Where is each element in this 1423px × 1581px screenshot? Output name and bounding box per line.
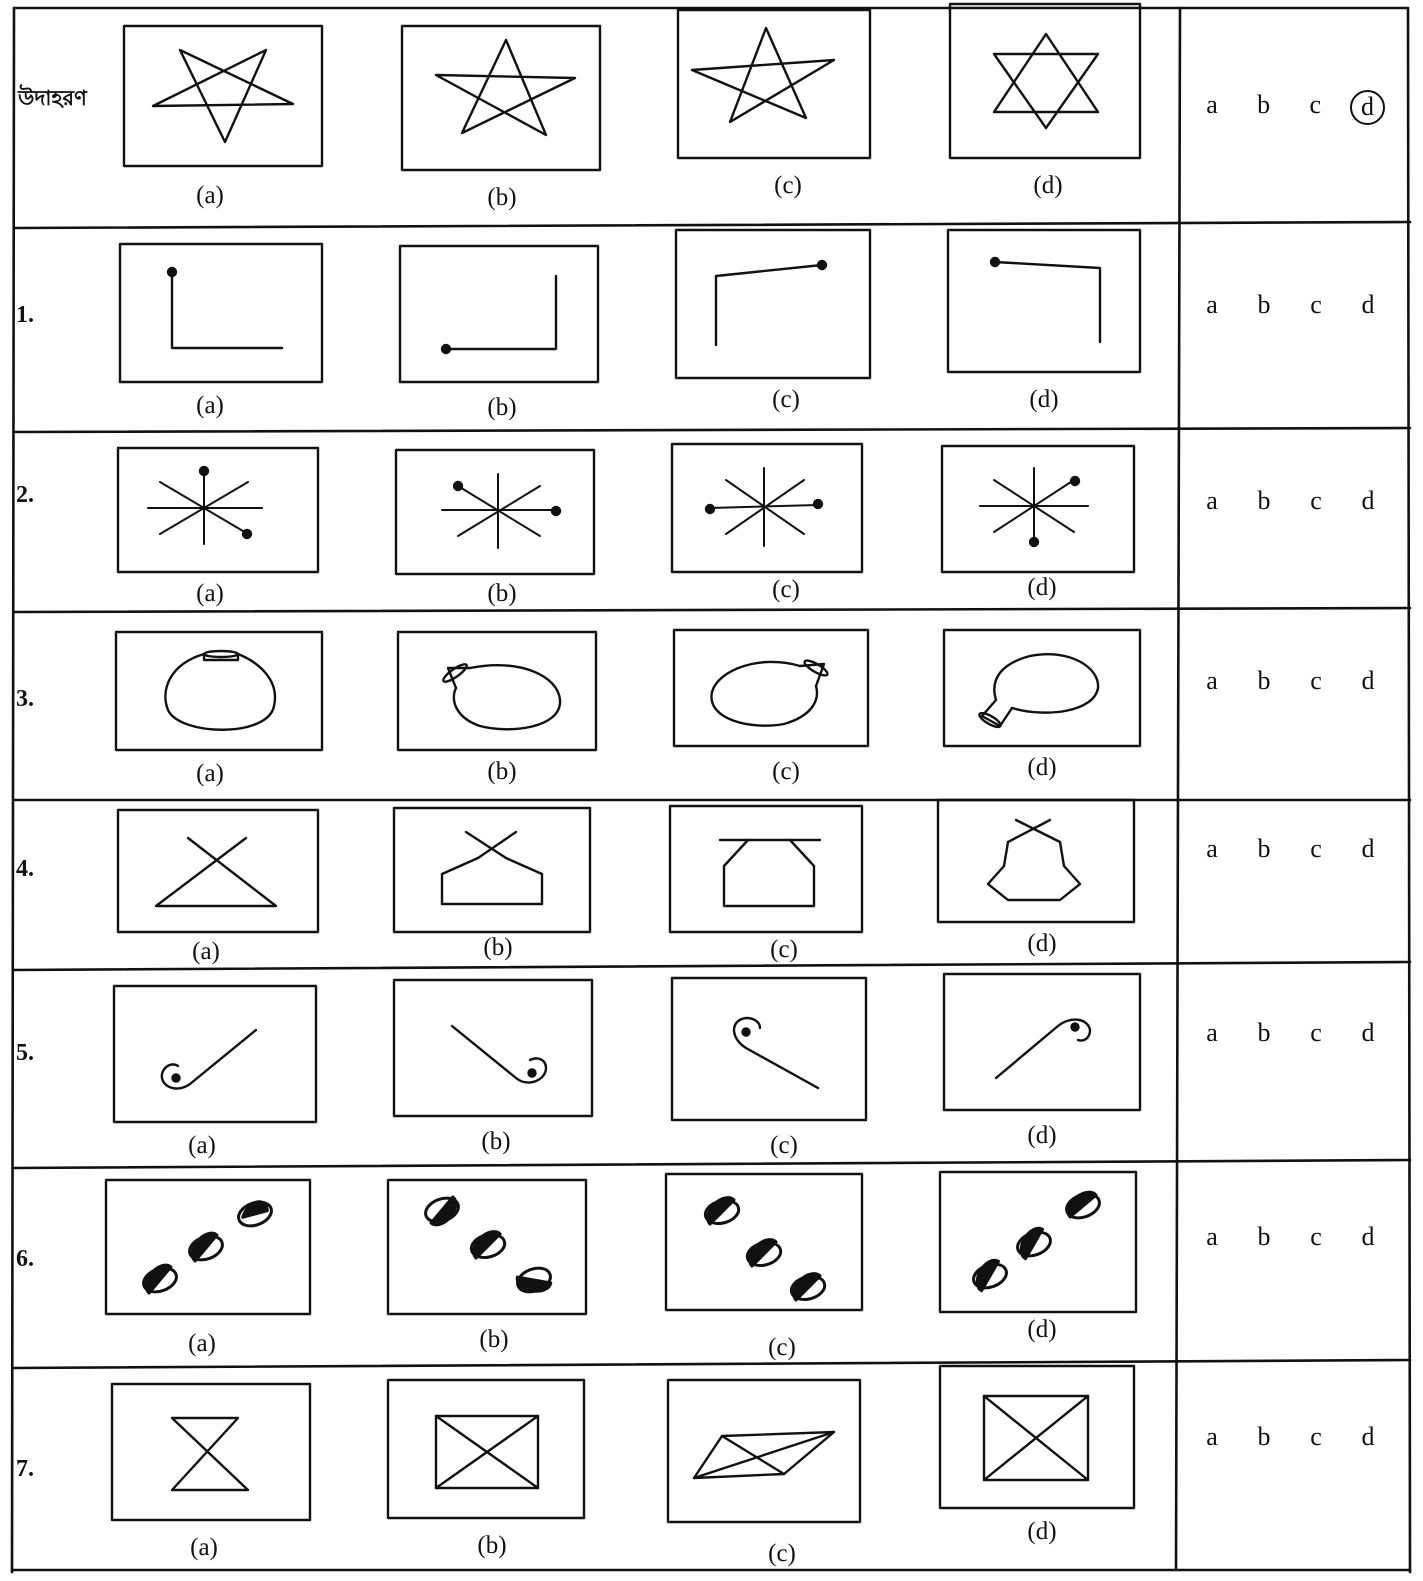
answer-choice-d[interactable]: d [1351, 1018, 1385, 1048]
option-label-c: (c) [756, 576, 816, 604]
option-label-b: (b) [466, 1128, 526, 1156]
option-label-c: (c) [758, 172, 818, 200]
answer-choice-d[interactable]: d [1351, 666, 1385, 696]
answer-choice-b[interactable]: b [1247, 666, 1281, 696]
answer-choices-7: a b c d [1195, 1422, 1385, 1452]
row1-figures [120, 230, 1140, 382]
answer-choice-a[interactable]: a [1195, 1422, 1229, 1452]
answer-choice-c[interactable]: c [1299, 486, 1333, 516]
answer-choices-3: a b c d [1195, 666, 1385, 696]
answer-choice-c[interactable]: c [1299, 1018, 1333, 1048]
option-label-b: (b) [468, 934, 528, 962]
option-label-d: (d) [1012, 1316, 1072, 1344]
option-label-c: (c) [756, 386, 816, 414]
answer-choice-b[interactable]: b [1247, 90, 1281, 125]
answer-choice-d[interactable]: d [1351, 1422, 1385, 1452]
option-label-b: (b) [472, 580, 532, 608]
option-label-a: (a) [180, 760, 240, 788]
answer-choice-a[interactable]: a [1195, 290, 1229, 320]
option-label-d: (d) [1018, 172, 1078, 200]
answer-choices-4: a b c d [1195, 834, 1385, 864]
star-a [153, 50, 293, 142]
answer-choice-c[interactable]: c [1298, 90, 1332, 125]
answer-choice-d[interactable]: d [1351, 834, 1385, 864]
option-label-d: (d) [1012, 1518, 1072, 1546]
answer-choice-c[interactable]: c [1299, 290, 1333, 320]
answer-choice-a[interactable]: a [1195, 1222, 1229, 1252]
answer-choice-d[interactable]: d [1351, 486, 1385, 516]
answer-choice-a[interactable]: a [1195, 834, 1229, 864]
option-label-d: (d) [1012, 754, 1072, 782]
answer-choice-c[interactable]: c [1299, 1222, 1333, 1252]
option-label-d: (d) [1012, 1122, 1072, 1150]
row-number-1: 1. [16, 302, 34, 329]
option-label-a: (a) [180, 392, 240, 420]
row6-figures [106, 1172, 1136, 1314]
option-label-d: (d) [1012, 930, 1072, 958]
answer-choice-b[interactable]: b [1247, 1422, 1281, 1452]
answer-choice-c[interactable]: c [1299, 666, 1333, 696]
option-label-a: (a) [180, 580, 240, 608]
option-label-b: (b) [462, 1532, 522, 1560]
answer-choice-a[interactable]: a [1195, 486, 1229, 516]
answer-choice-d[interactable]: d [1351, 1222, 1385, 1252]
answer-choice-b[interactable]: b [1247, 290, 1281, 320]
option-label-d: (d) [1014, 386, 1074, 414]
answer-choice-b[interactable]: b [1247, 1222, 1281, 1252]
option-label-c: (c) [756, 758, 816, 786]
option-label-c: (c) [752, 1334, 812, 1362]
answer-choice-a[interactable]: a [1195, 1018, 1229, 1048]
option-label-c: (c) [754, 1132, 814, 1160]
row-number-5: 5. [16, 1040, 34, 1067]
answer-choice-c[interactable]: c [1299, 834, 1333, 864]
option-label-c: (c) [752, 1540, 812, 1568]
answer-choice-a[interactable]: a [1195, 90, 1229, 125]
option-label-b: (b) [472, 394, 532, 422]
answer-choice-a[interactable]: a [1195, 666, 1229, 696]
row-number-4: 4. [16, 856, 34, 883]
answer-choice-d[interactable]: d [1351, 290, 1385, 320]
row-number-6: 6. [16, 1246, 34, 1273]
option-label-a: (a) [180, 182, 240, 210]
answer-choice-b[interactable]: b [1247, 834, 1281, 864]
example-figures [124, 4, 1140, 170]
option-label-d: (d) [1012, 574, 1072, 602]
option-label-a: (a) [176, 938, 236, 966]
row-number-7: 7. [16, 1456, 34, 1483]
answer-choices-5: a b c d [1195, 1018, 1385, 1048]
star-d [994, 34, 1098, 128]
star-b [436, 40, 575, 135]
row-number-2: 2. [16, 482, 34, 509]
row2-figures [118, 444, 1134, 574]
row-number-3: 3. [16, 686, 34, 713]
answer-choices-example: a b c d [1195, 90, 1385, 125]
row4-figures [118, 800, 1134, 932]
answer-choice-c[interactable]: c [1299, 1422, 1333, 1452]
answer-choice-b[interactable]: b [1247, 486, 1281, 516]
option-label-c: (c) [754, 936, 814, 964]
answer-choice-d-selected[interactable]: d [1350, 90, 1385, 125]
row5-figures [114, 974, 1140, 1122]
answer-choice-b[interactable]: b [1247, 1018, 1281, 1048]
option-label-a: (a) [172, 1132, 232, 1160]
row3-figures [116, 630, 1140, 750]
option-label-b: (b) [472, 184, 532, 212]
star-c [692, 28, 834, 122]
option-label-a: (a) [172, 1330, 232, 1358]
option-label-a: (a) [174, 1534, 234, 1562]
row7-figures [112, 1366, 1134, 1522]
example-label: উদাহরণ [18, 82, 87, 117]
option-label-b: (b) [472, 758, 532, 786]
option-label-b: (b) [464, 1326, 524, 1354]
answer-choices-6: a b c d [1195, 1222, 1385, 1252]
answer-choices-2: a b c d [1195, 486, 1385, 516]
answer-choices-1: a b c d [1195, 290, 1385, 320]
